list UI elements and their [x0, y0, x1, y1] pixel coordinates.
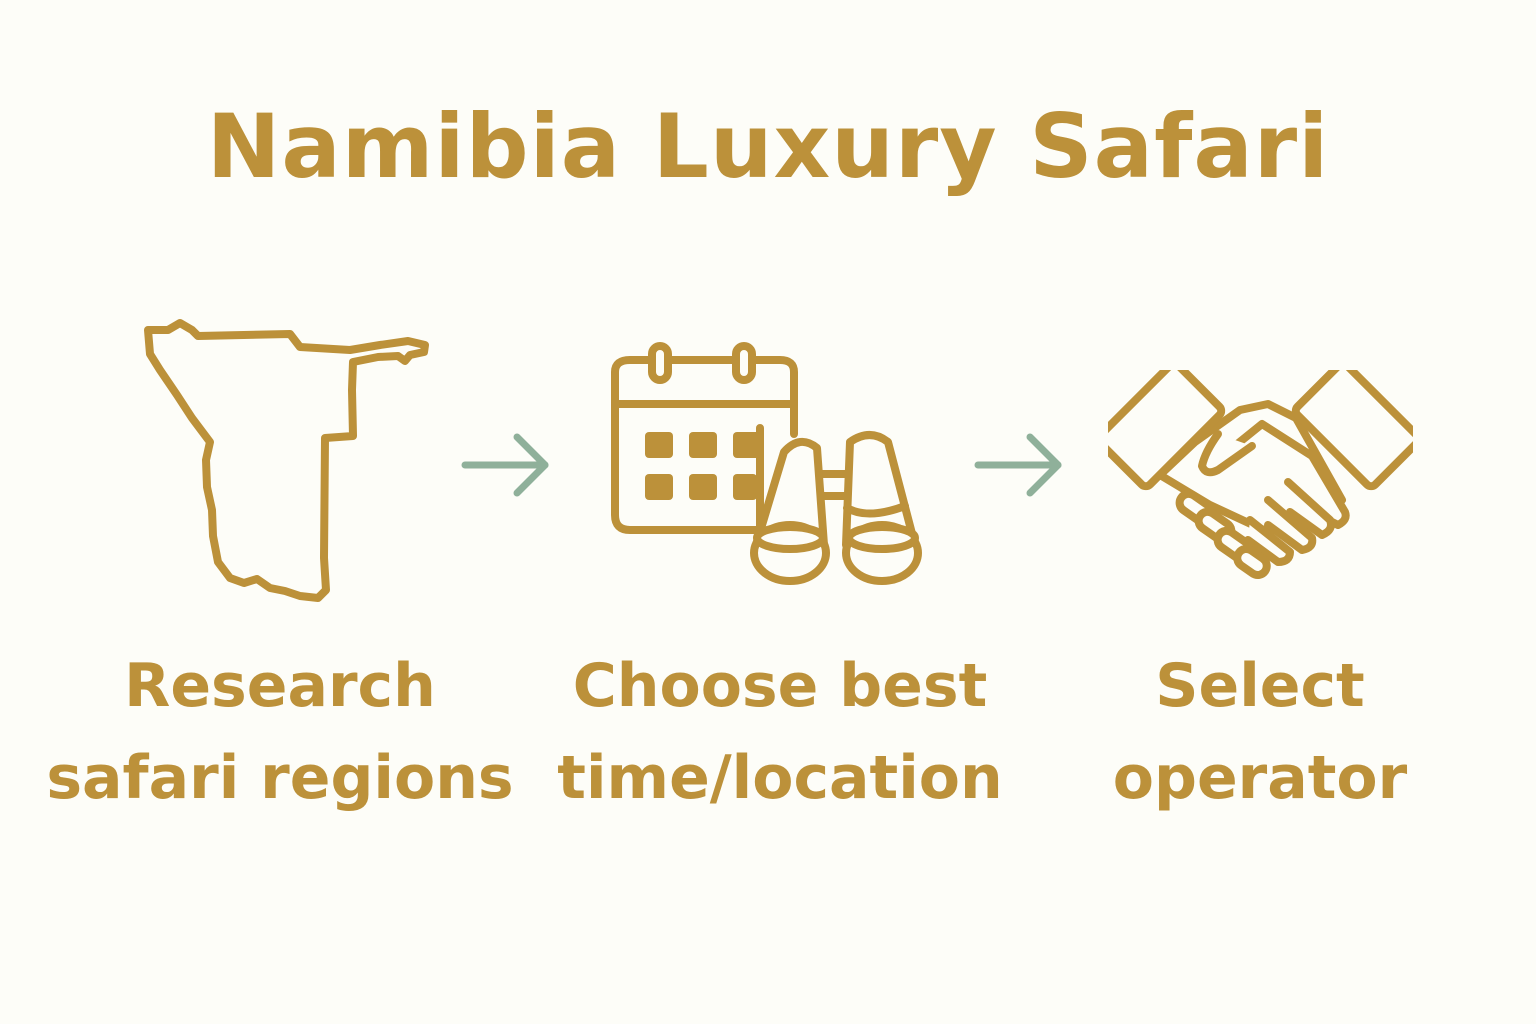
- step-label-line: Research: [124, 651, 436, 721]
- page-title: Namibia Luxury Safari: [206, 95, 1330, 198]
- step-label-line: safari regions: [46, 743, 514, 813]
- binoculars-icon: [750, 431, 922, 585]
- step-label-select: Select operator: [1040, 640, 1480, 824]
- step-label-line: Select: [1155, 651, 1365, 721]
- step-label-line: operator: [1112, 743, 1408, 813]
- handshake-icon: [1108, 370, 1413, 580]
- arrow-right-icon: [974, 433, 1062, 497]
- calendar-binoculars-icon: [611, 342, 922, 585]
- arrow-right-icon: [461, 433, 549, 497]
- step-label-line: time/location: [557, 743, 1003, 813]
- step-label-line: Choose best: [572, 651, 988, 721]
- namibia-map-icon: [144, 319, 429, 602]
- step-label-choose: Choose best time/location: [535, 640, 1025, 824]
- calendar-icon: [611, 342, 798, 534]
- step-label-research: Research safari regions: [40, 640, 520, 824]
